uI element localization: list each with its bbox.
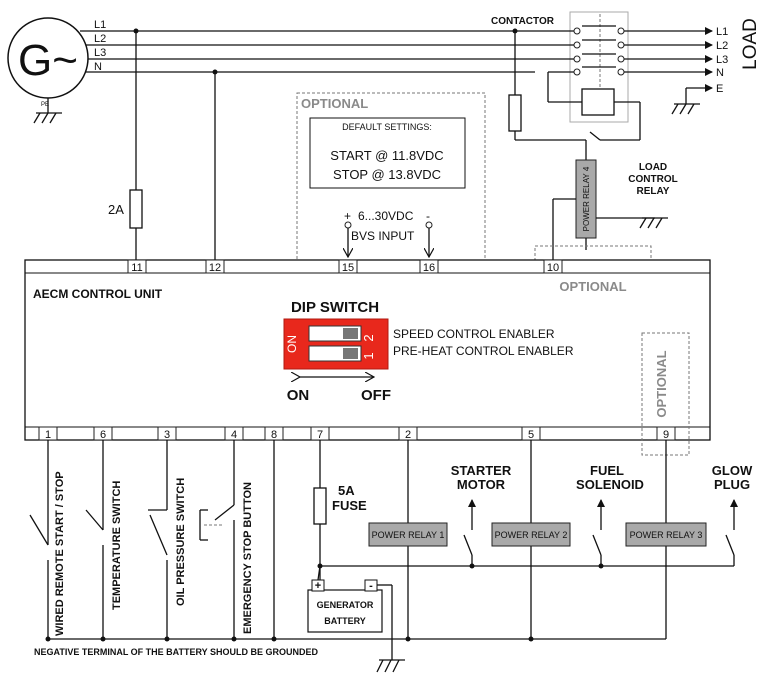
preheat-control-label: PRE-HEAT CONTROL ENABLER bbox=[393, 344, 574, 358]
relay-2: POWER RELAY 2 FUEL SOLENOID bbox=[491, 440, 644, 642]
gen-l3: L3 bbox=[94, 47, 106, 59]
terminal-2: 2 bbox=[405, 429, 411, 441]
relay-3-label: POWER RELAY 3 bbox=[630, 530, 703, 540]
relay-3: POWER RELAY 3 GLOW PLUG bbox=[625, 440, 753, 639]
bvs-plus: + bbox=[344, 209, 351, 223]
dip-arrow-on: ON bbox=[287, 387, 310, 404]
terminal-7: 7 bbox=[317, 429, 323, 441]
switch-temperature: TEMPERATURE SWITCH bbox=[85, 440, 123, 642]
optional-glow-label: OPTIONAL bbox=[654, 350, 669, 417]
output-starter-2: MOTOR bbox=[457, 477, 506, 492]
dip-switch: DIP SWITCH ON 2 1 SPEED CONTROL ENABLER … bbox=[283, 299, 574, 404]
bvs-minus: - bbox=[426, 209, 430, 223]
battery-plus: + bbox=[315, 580, 321, 592]
load-l2: L2 bbox=[716, 40, 728, 52]
relay4-caption-3: RELAY bbox=[637, 186, 670, 197]
gen-l2: L2 bbox=[94, 33, 106, 45]
load-n: N bbox=[716, 67, 724, 79]
terminal-3: 3 bbox=[164, 429, 170, 441]
phase-wires: L1 L2 L3 N bbox=[80, 19, 535, 73]
load-l3: L3 bbox=[716, 54, 728, 66]
optional-bvs-label: OPTIONAL bbox=[301, 96, 368, 111]
switch-emergency-stop: EMERGENCY STOP BUTTON bbox=[199, 440, 254, 642]
dip-on-label: ON bbox=[285, 335, 299, 353]
power-relay-4: POWER RELAY 4 LOAD CONTROL RELAY bbox=[552, 140, 678, 260]
fuse-2a: 2A bbox=[108, 28, 143, 260]
pe-label: PE bbox=[41, 102, 49, 108]
start-setting: START @ 11.8VDC bbox=[330, 148, 443, 163]
fuse-5a-line1: 5A bbox=[338, 483, 355, 498]
stop-setting: STOP @ 13.8VDC bbox=[333, 167, 441, 182]
terminal-10: 10 bbox=[547, 262, 559, 274]
terminal-15: 15 bbox=[342, 262, 354, 274]
ground-icon bbox=[671, 103, 700, 115]
dip-arrow-off: OFF bbox=[361, 387, 391, 404]
relay4-caption-1: LOAD bbox=[639, 162, 667, 173]
relay4-caption-2: CONTROL bbox=[628, 174, 677, 185]
generator: G~ PE bbox=[7, 17, 89, 124]
control-unit-title: AECM CONTROL UNIT bbox=[33, 287, 163, 301]
relay-1-label: POWER RELAY 1 bbox=[372, 530, 445, 540]
bottom-terminals: 1 6 3 4 8 7 2 5 9 bbox=[38, 426, 676, 441]
optional-bvs-box: OPTIONAL DEFAULT SETTINGS: START @ 11.8V… bbox=[296, 92, 486, 284]
contactor-label: CONTACTOR bbox=[491, 16, 555, 27]
output-fuel-2: SOLENOID bbox=[576, 477, 644, 492]
footer-note: NEGATIVE TERMINAL OF THE BATTERY SHOULD … bbox=[34, 647, 319, 657]
switch-oil-label: OIL PRESSURE SWITCH bbox=[175, 478, 187, 606]
terminal-4: 4 bbox=[231, 429, 237, 441]
dip-num-1: 1 bbox=[361, 352, 376, 359]
terminal-9: 9 bbox=[663, 429, 669, 441]
battery-minus: - bbox=[369, 580, 373, 592]
terminal-12: 12 bbox=[209, 262, 221, 274]
ground-icon bbox=[33, 112, 62, 124]
ground-icon bbox=[639, 217, 668, 229]
optional-relay-label: OPTIONAL bbox=[559, 279, 626, 294]
relay-2-label: POWER RELAY 2 bbox=[495, 530, 568, 540]
terminal-16: 16 bbox=[423, 262, 435, 274]
contactor: CONTACTOR bbox=[491, 11, 641, 141]
switch-temperature-label: TEMPERATURE SWITCH bbox=[111, 481, 123, 610]
terminal-6: 6 bbox=[100, 429, 106, 441]
switch-remote-label: WIRED REMOTE START / STOP bbox=[54, 471, 66, 636]
speed-control-label: SPEED CONTROL ENABLER bbox=[393, 327, 555, 341]
generator-symbol: G~ bbox=[18, 36, 78, 85]
switch-remote-start: WIRED REMOTE START / STOP bbox=[29, 440, 66, 642]
load-label: LOAD bbox=[740, 18, 761, 70]
fuse-5a: 5A FUSE bbox=[313, 440, 367, 586]
top-terminals: 11 12 15 16 10 bbox=[127, 259, 563, 274]
fuse-2a-label: 2A bbox=[108, 202, 124, 217]
switch-oil-pressure: OIL PRESSURE SWITCH bbox=[148, 440, 187, 642]
terminal-11: 11 bbox=[131, 262, 142, 274]
default-settings-label: DEFAULT SETTINGS: bbox=[342, 122, 432, 132]
terminal-5: 5 bbox=[528, 429, 534, 441]
output-starter-1: STARTER bbox=[451, 463, 512, 478]
contactor-coil bbox=[581, 88, 615, 116]
battery-line2: BATTERY bbox=[324, 616, 366, 626]
relay4-label: POWER RELAY 4 bbox=[582, 166, 591, 231]
relay-1: POWER RELAY 1 STARTER MOTOR bbox=[368, 440, 512, 642]
load-e: E bbox=[716, 83, 723, 95]
output-fuel-1: FUEL bbox=[590, 463, 624, 478]
output-glow-2: PLUG bbox=[714, 477, 750, 492]
load-l1: L1 bbox=[716, 26, 728, 38]
fuse-5a-line2: FUSE bbox=[332, 498, 367, 513]
dip-switch-title: DIP SWITCH bbox=[291, 299, 379, 316]
switch-estop-label: EMERGENCY STOP BUTTON bbox=[242, 482, 254, 634]
bvs-voltage: 6...30VDC bbox=[358, 209, 414, 223]
gen-n: N bbox=[94, 61, 102, 73]
gen-l1: L1 bbox=[94, 19, 106, 31]
ground-icon bbox=[376, 659, 405, 673]
generator-battery: + - GENERATOR BATTERY bbox=[307, 565, 393, 660]
load-outputs: L1 L2 L3 N E LOAD bbox=[624, 18, 761, 115]
battery-line1: GENERATOR bbox=[317, 600, 374, 610]
terminal-8: 8 bbox=[271, 429, 277, 441]
dip-num-2: 2 bbox=[361, 334, 376, 341]
bvs-input-label: BVS INPUT bbox=[351, 229, 415, 243]
terminal-1: 1 bbox=[45, 429, 51, 441]
output-glow-1: GLOW bbox=[712, 463, 753, 478]
